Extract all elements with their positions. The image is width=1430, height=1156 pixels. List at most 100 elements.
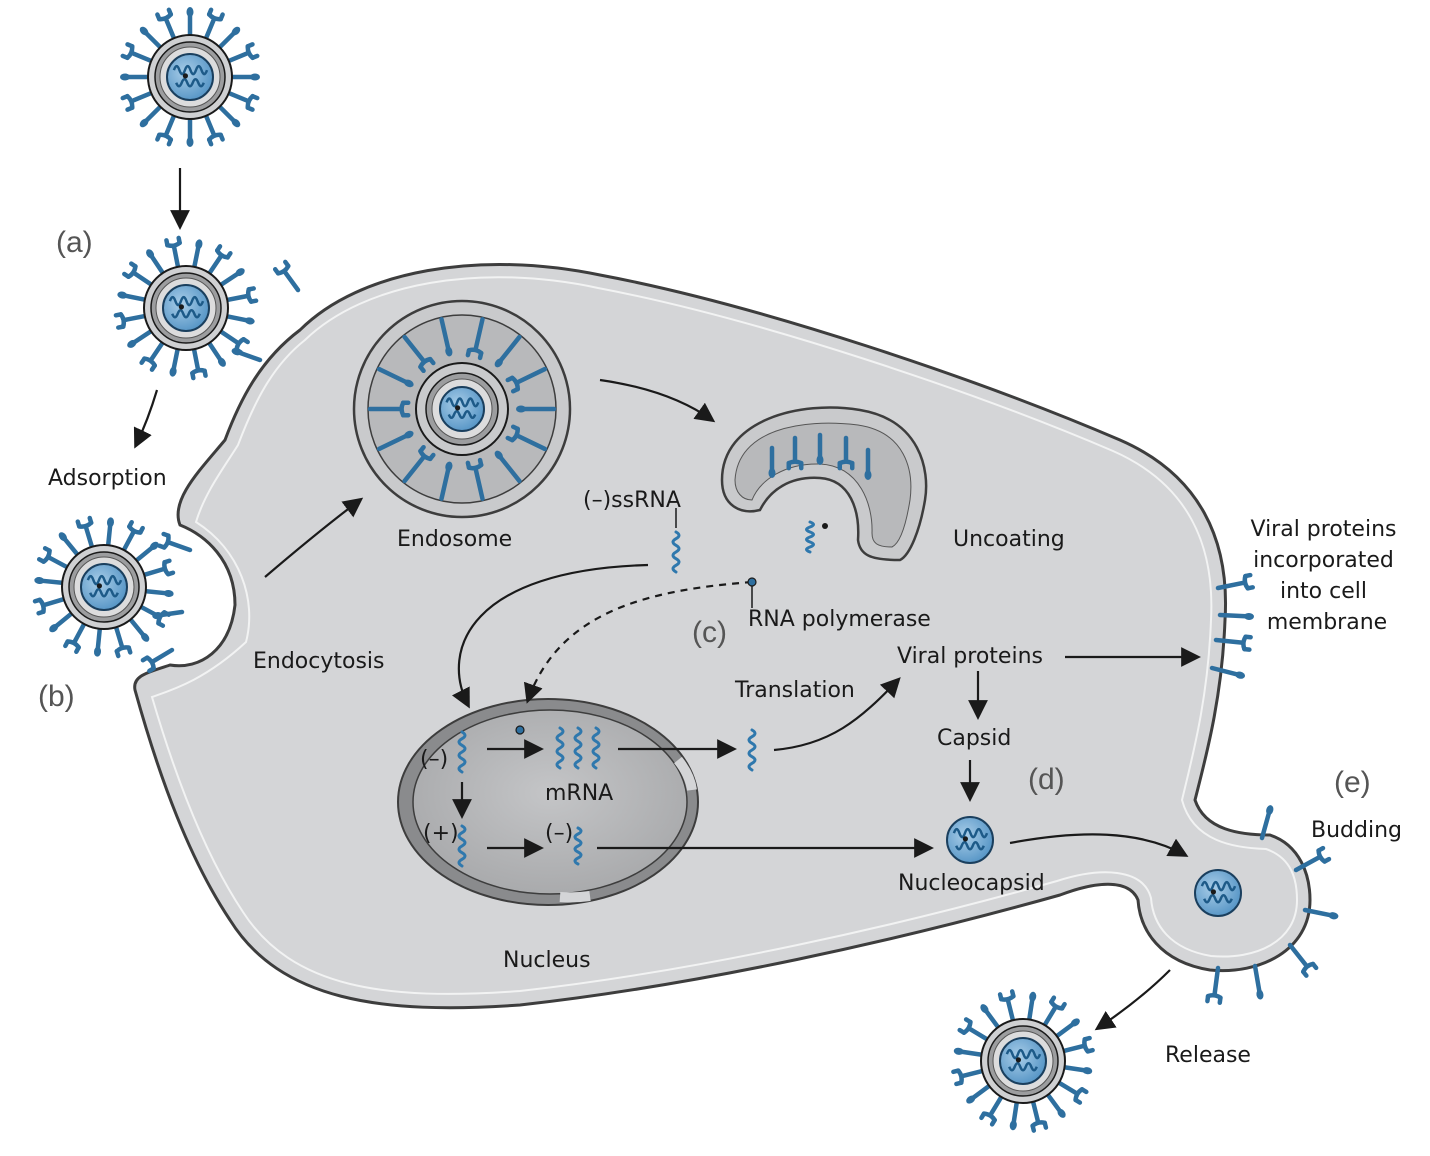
arrow-endosome-to-uncoating: [599, 378, 716, 423]
virus-spike: [186, 114, 194, 147]
virus-spike: [203, 111, 225, 147]
virus-spike: [227, 73, 260, 81]
virus-spike: [203, 7, 225, 43]
step-e: (e): [1334, 766, 1371, 799]
bud-spike: [1293, 845, 1332, 873]
virus-spike: [139, 338, 166, 372]
virus-spike: [127, 615, 150, 642]
virus-spike: [93, 624, 103, 657]
label-endosome: Endosome: [397, 527, 512, 552]
membrane-spike: [1215, 572, 1255, 591]
virus-spike: [132, 541, 159, 564]
arrow-rna-to-nucleus: [452, 563, 649, 709]
virus-spike: [169, 344, 181, 377]
nucleocapsid-assembled: [946, 816, 994, 864]
endosome-virus: [367, 317, 557, 501]
virus-spike: [953, 1047, 986, 1058]
virus-spike: [120, 42, 156, 64]
virus-spike: [951, 1068, 987, 1087]
cell-membrane-inner: [150, 276, 1299, 995]
virus-spike: [186, 7, 194, 40]
label-translation: Translation: [734, 678, 855, 703]
receptor-spike: [272, 259, 301, 293]
virus-spike: [113, 312, 149, 330]
virus-spike: [216, 26, 241, 51]
mrna-3: [591, 726, 601, 770]
label-uncoating: Uncoating: [953, 527, 1065, 552]
virus-particles: [32, 7, 1095, 1133]
step-b: (b): [38, 680, 75, 713]
virus-spike: [127, 327, 155, 348]
uncoating-spike: [786, 435, 804, 471]
virus-spike: [63, 619, 88, 655]
endosome-spike: [505, 366, 548, 394]
arrow-translation: [773, 677, 901, 752]
endosome: [352, 299, 572, 519]
virus-spike: [139, 103, 164, 128]
endosome-spike: [494, 450, 522, 484]
bud-spike: [1252, 963, 1264, 1000]
receptor-spike: [152, 609, 185, 620]
membrane-spike: [1209, 665, 1246, 679]
virus-spike: [957, 1017, 991, 1043]
virus-nucleocapsid: [999, 1037, 1047, 1085]
virus-spike: [141, 588, 174, 598]
virus-spike: [117, 291, 150, 303]
mrna-2: [573, 726, 583, 770]
virus-spike: [1060, 1064, 1093, 1075]
virus-spike: [223, 286, 259, 304]
membrane-spike: [1217, 612, 1254, 620]
virus-spike: [122, 261, 156, 288]
endosome-spike: [376, 366, 414, 388]
label-nucleus: Nucleus: [503, 948, 591, 973]
label-rna-polymerase: RNA polymerase: [748, 607, 931, 632]
virus-spike: [113, 623, 133, 659]
endosome-spike: [439, 461, 453, 501]
rna-minus-template: [457, 730, 467, 774]
rna-strands: [457, 530, 1242, 917]
virus-spike: [49, 610, 76, 633]
label-budding: Budding: [1311, 818, 1402, 843]
uncoating-spike: [816, 432, 824, 465]
virus-spike: [105, 517, 115, 550]
virus-spike: [120, 90, 156, 112]
uncoating-spike: [864, 447, 872, 480]
virus-spike: [224, 42, 260, 64]
virus-nucleocapsid: [162, 284, 210, 332]
endosome-spike: [402, 334, 436, 374]
membrane-label-line-4: membrane: [1267, 610, 1387, 635]
membrane-spikes: [140, 259, 1339, 1005]
virus-spike: [155, 7, 177, 43]
virus-spike: [191, 239, 203, 272]
nucleocapsid-budding: [1194, 869, 1242, 917]
endosome-spike: [494, 334, 522, 368]
virus-spike: [36, 546, 72, 571]
rna-plus-strand: [457, 824, 467, 868]
bud-spike: [1205, 965, 1223, 1005]
virus-spike: [120, 519, 145, 555]
label-plus-strand: (+): [423, 821, 459, 846]
label-minus-strand: (–): [420, 747, 448, 772]
receptor-spike: [140, 647, 175, 674]
virus-spike: [1044, 1090, 1066, 1118]
label-ssrna: (–)ssRNA: [583, 488, 681, 513]
endosome-spike: [505, 424, 548, 452]
virus-nucleocapsid: [80, 563, 128, 611]
virus-spike: [979, 1093, 1005, 1127]
label-viral-proteins: Viral proteins: [897, 644, 1043, 669]
virus-spike: [966, 1082, 994, 1104]
label-nucleocapsid: Nucleocapsid: [898, 871, 1045, 896]
mrna-exported: [747, 728, 757, 772]
virus-endocytosis: [32, 515, 176, 659]
membrane-label-line-3: into cell: [1280, 579, 1367, 604]
virus-spike: [980, 1004, 1002, 1032]
virus-spike: [1055, 1079, 1089, 1105]
virus-spike: [139, 26, 164, 51]
virus-spike: [206, 244, 233, 278]
virus-spike: [1041, 995, 1067, 1029]
step-c: (c): [692, 616, 727, 649]
membrane-label-line-2: incorporated: [1253, 548, 1394, 573]
virus-spike: [164, 235, 182, 271]
virus-spike: [216, 103, 241, 128]
